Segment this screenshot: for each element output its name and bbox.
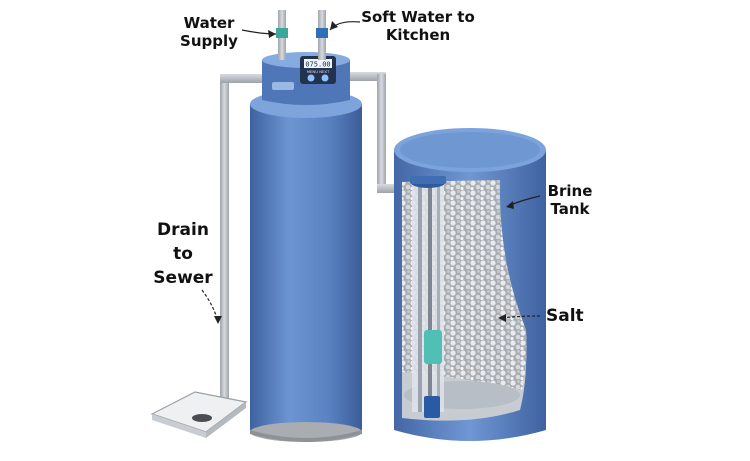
soft-water-line2: Kitchen	[385, 26, 451, 44]
drain-line2: to	[173, 244, 193, 264]
drain-label: Drain to Sewer	[145, 218, 221, 290]
brine-tank-line2: Tank	[550, 200, 590, 218]
water-supply-line1: Water	[183, 14, 235, 32]
mineral-tank	[250, 90, 362, 442]
salt-arrowhead	[498, 314, 506, 322]
control-valve-head	[262, 52, 350, 105]
inlet-pipe	[276, 10, 288, 60]
brine-float	[424, 330, 442, 364]
soft-water-label: Soft Water to Kitchen	[358, 8, 478, 44]
next-key	[321, 74, 329, 82]
water-supply-arrowhead	[268, 30, 276, 38]
soft-water-line1: Soft Water to	[361, 8, 475, 26]
brine-tank-arrowhead	[506, 201, 514, 209]
outlet-pipe	[316, 10, 328, 60]
soft-water-arrowhead	[330, 21, 338, 30]
brine-line-pipe	[346, 72, 401, 193]
salt-label: Salt	[546, 306, 584, 326]
brine-valve	[424, 396, 440, 418]
drain-arrowhead	[214, 316, 222, 324]
brand-plate	[272, 82, 294, 90]
menu-key	[307, 74, 315, 82]
arrowheads	[214, 21, 514, 324]
floor-drain	[150, 391, 248, 438]
drain-line3: Sewer	[153, 268, 213, 288]
drain-line1: Drain	[157, 220, 209, 240]
panel-keys: MENU NEXT	[307, 69, 330, 74]
water-supply-label: Water Supply	[176, 14, 242, 50]
brine-tank-label: Brine Tank	[540, 182, 600, 218]
panel-display: 075.00	[305, 61, 330, 69]
brine-well	[410, 176, 446, 418]
brine-tank-line1: Brine	[547, 182, 593, 200]
water-supply-line2: Supply	[180, 32, 238, 50]
